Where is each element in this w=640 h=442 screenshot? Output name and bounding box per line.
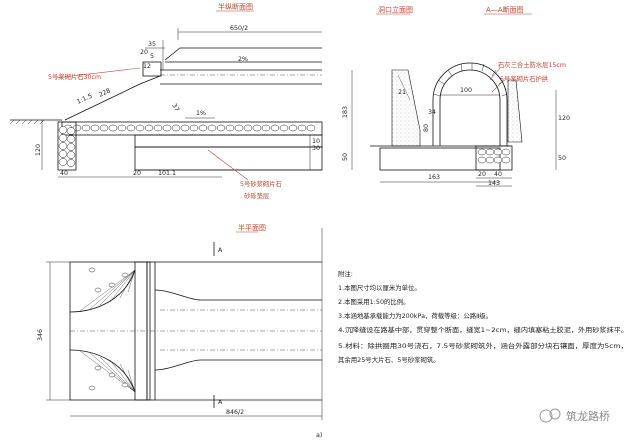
- dim-h10: 10: [312, 138, 320, 145]
- plan-stones: [88, 267, 129, 391]
- dim-w101: 101.1: [158, 170, 176, 177]
- dim-r21: 21: [398, 89, 406, 96]
- label-masonry-arch: 5号浆砌片石护拱: [500, 74, 549, 83]
- note-5: 5.材料：除拱圈用30号浇石，7.5号砂浆砌筑外，涵台外露部分块石镶面，厚度为5…: [338, 341, 628, 350]
- longitudinal-title: 半纵断面图: [218, 2, 253, 11]
- longitudinal-section-view: 半纵断面图 650/2 35 5 20 12 2% 5号浆砌片石30cm 1:1…: [9, 2, 323, 200]
- dim-w20: 20: [133, 170, 141, 177]
- section-mark-bottom: A: [218, 399, 223, 406]
- note-4: 4.沉降缝设在路基中部，贯穿整个断面，缝宽1~2cm，缝内填塞粘土胶泥，外用砂浆…: [338, 325, 628, 334]
- dim-w163: 163: [428, 174, 440, 181]
- portal-elevation-view: 洞口立面图 183 50 21 34 80 100 163: [342, 5, 510, 183]
- dim-sec-w40: 40: [494, 171, 502, 178]
- watermark-logo-icon: [539, 409, 553, 423]
- dim-r100: 100: [460, 87, 472, 94]
- dim-w40: 40: [60, 170, 68, 177]
- floor-stones: [63, 124, 316, 132]
- dim-5: 5: [150, 53, 154, 60]
- label-masonry-30: 5号浆砌片石30cm: [48, 72, 101, 81]
- dim-20: 20: [140, 49, 148, 56]
- arch-ring: [432, 62, 508, 146]
- dim-sec-h120: 120: [558, 115, 570, 122]
- note-2: 2.本图采用1:50的比例。: [338, 297, 410, 306]
- dim-h30: 30: [312, 145, 320, 152]
- label-cushion: 砂砾垫层: [244, 191, 269, 200]
- embankment-slope: [64, 75, 161, 121]
- dim-37: 37: [170, 103, 180, 113]
- section-stones: [477, 148, 511, 164]
- grade-2pct: 2%: [238, 56, 248, 63]
- label-masonry-mortar: 5号砂浆砌片石: [240, 179, 282, 188]
- barrel-edge-bottom: [154, 359, 322, 371]
- section-mark-top: A: [218, 247, 223, 254]
- notes-heading: 附注:: [338, 269, 353, 278]
- section-foundation: [475, 145, 513, 171]
- wing-curve-top: [69, 269, 136, 313]
- dim-35: 35: [148, 41, 156, 48]
- road-surface-line: [164, 47, 322, 61]
- dim-r34: 34: [428, 109, 436, 116]
- dim-sec-h50: 50: [558, 155, 566, 162]
- dim-h50: 50: [342, 153, 349, 161]
- section-abutment: [507, 79, 523, 143]
- note-6: 其余用25号大片石、5号砂浆砌筑。: [338, 355, 440, 364]
- cutoff-wall: [57, 121, 77, 171]
- dim-half-width: 650/2: [230, 25, 248, 32]
- watermark-text: 筑龙路桥: [566, 409, 610, 423]
- dim-plan-w346: 346: [37, 329, 44, 341]
- note-3: 3.本涵地基承载能力为200kPa，荷载等级：公路Ⅱ级。: [338, 311, 492, 320]
- cutoff-wall-stones: [58, 126, 76, 167]
- dim-228: 228: [98, 87, 112, 98]
- dim-sec-w20: 20: [478, 171, 486, 178]
- wing-curve-bottom: [69, 349, 136, 393]
- section-title: A—A断面图: [486, 5, 524, 14]
- dim-h120: 120: [35, 144, 42, 156]
- barrel-edge-top: [154, 289, 322, 301]
- section-aa-view: A—A断面图 石灰三合土防水层15cm 5号浆砌片石护拱 120 50 20 4…: [475, 5, 570, 187]
- dim-12: 12: [143, 63, 151, 70]
- plan-title: 半平面图: [238, 223, 266, 232]
- wing-wall-left: [391, 69, 421, 147]
- dim-slope-115: 1:1.5: [76, 93, 94, 106]
- note-1: 1.本图尺寸均以厘米为单位。: [338, 283, 421, 292]
- grade-1pct: 1%: [196, 110, 206, 117]
- foundation-upper: [134, 134, 323, 148]
- watermark: 筑龙路桥: [539, 408, 610, 423]
- label-lime-soil: 石灰三合土防水层15cm: [498, 60, 566, 69]
- headwall: [142, 61, 162, 77]
- arch-opening: [439, 69, 501, 146]
- dim-h183: 183: [342, 106, 349, 118]
- portal-title: 洞口立面图: [378, 5, 413, 14]
- foundation-lower: [134, 146, 323, 171]
- plan-view: 半平面图 A A: [37, 223, 323, 420]
- dim-h80: 80: [423, 124, 430, 132]
- figure-label: a): [316, 432, 322, 439]
- notes-block: 附注: 1.本图尺寸均以厘米为单位。 2.本图采用1:50的比例。 3.本涵地基…: [338, 269, 628, 364]
- dim-sec-w143: 143: [488, 180, 500, 187]
- dim-plan-len: 846/2: [226, 409, 244, 416]
